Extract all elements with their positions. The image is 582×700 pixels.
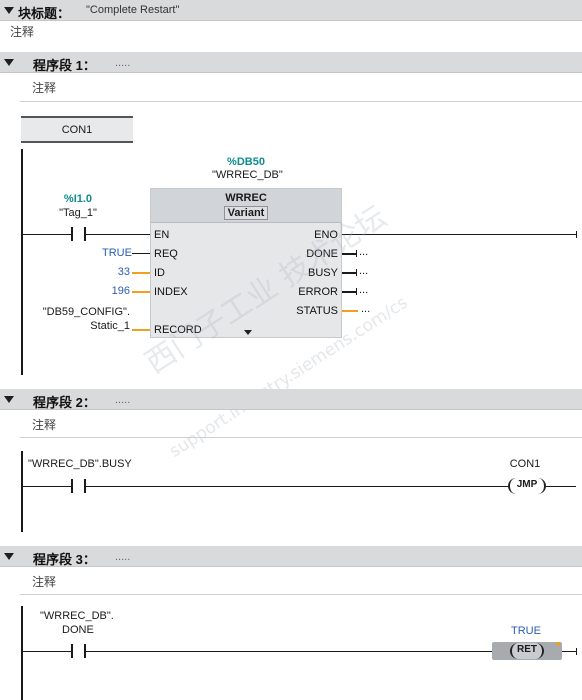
instance-db-address[interactable]: %DB50 (227, 156, 265, 168)
collapse-triangle-icon[interactable] (4, 59, 14, 66)
block-title-label: 块标题： (18, 6, 71, 21)
jmp-instruction: JMP (516, 479, 538, 490)
collapse-triangle-icon[interactable] (4, 7, 14, 14)
status-output[interactable]: ... (361, 303, 371, 315)
busy-output[interactable]: ... (359, 265, 369, 277)
ret-instruction: RET (517, 644, 537, 655)
record-value-line2[interactable]: Static_1 (90, 320, 130, 332)
no-contact-right[interactable] (84, 227, 86, 241)
network-2-header[interactable]: 程序段 2： ..... (0, 389, 582, 410)
power-rail-2 (21, 451, 23, 532)
pin-status[interactable]: STATUS (296, 305, 338, 317)
fb-header: WRREC Variant (151, 189, 341, 223)
done-output[interactable]: ... (359, 246, 369, 258)
wrrec-function-block[interactable]: WRREC Variant EN REQ ID INDEX RECORD ENO… (150, 188, 342, 338)
jmp-coil[interactable]: JMP (508, 478, 546, 494)
network-2-dots[interactable]: ..... (115, 394, 131, 406)
pin-busy[interactable]: BUSY (308, 267, 338, 279)
network-1-dots[interactable]: ..... (115, 57, 131, 69)
network-3-title: 程序段 3： (33, 552, 96, 567)
contact-tag[interactable]: "Tag_1" (59, 207, 97, 219)
no-contact-right[interactable] (84, 644, 86, 658)
jump-label-text: CON1 (61, 124, 93, 136)
ret-value[interactable]: TRUE (511, 625, 541, 637)
no-contact-left[interactable] (71, 479, 73, 493)
block-title-header[interactable]: 块标题： "Complete Restart" (0, 0, 582, 21)
error-output[interactable]: ... (359, 284, 369, 296)
block-comment[interactable]: 注释 (10, 25, 35, 39)
network-3-header[interactable]: 程序段 3： ..... (0, 546, 582, 567)
network-2-title: 程序段 2： (33, 395, 96, 410)
collapse-triangle-icon[interactable] (4, 553, 14, 560)
corner-marker-icon (555, 642, 560, 647)
instance-db-name[interactable]: "WRREC_DB" (212, 169, 283, 181)
expand-arrow-icon[interactable] (244, 330, 252, 335)
pin-en[interactable]: EN (154, 229, 170, 241)
power-rail-3 (21, 606, 23, 700)
pin-id[interactable]: ID (154, 267, 165, 279)
done-contact-tag-line1[interactable]: "WRREC_DB". (40, 610, 114, 622)
fb-variant: Variant (227, 207, 265, 219)
busy-contact-tag[interactable]: "WRREC_DB".BUSY (28, 458, 132, 470)
req-value[interactable]: TRUE (102, 247, 132, 259)
no-contact-right[interactable] (84, 479, 86, 493)
block-title-value[interactable]: "Complete Restart" (86, 4, 180, 16)
jmp-target-label[interactable]: CON1 (509, 458, 541, 470)
jump-label-box[interactable]: CON1 (21, 116, 133, 143)
pin-req[interactable]: REQ (154, 248, 178, 260)
record-value-line1[interactable]: "DB59_CONFIG". (42, 306, 130, 318)
no-contact-left[interactable] (71, 644, 73, 658)
index-value[interactable]: 196 (111, 285, 130, 297)
collapse-triangle-icon[interactable] (4, 396, 14, 403)
id-value[interactable]: 33 (117, 266, 130, 278)
network-3-comment[interactable]: 注释 (32, 575, 57, 589)
network-1-title: 程序段 1： (33, 58, 96, 73)
pin-eno[interactable]: ENO (314, 229, 338, 241)
contact-address[interactable]: %I1.0 (63, 193, 93, 205)
network-1-header[interactable]: 程序段 1： ..... (0, 52, 582, 73)
pin-index[interactable]: INDEX (154, 286, 188, 298)
network-1-comment[interactable]: 注释 (32, 81, 57, 95)
pin-record[interactable]: RECORD (154, 324, 202, 336)
power-rail-1 (21, 149, 23, 375)
network-3-dots[interactable]: ..... (115, 551, 131, 563)
ret-coil[interactable]: RET (492, 642, 562, 660)
fb-name: WRREC (225, 192, 267, 204)
done-contact-tag-line2[interactable]: DONE (62, 624, 94, 636)
fb-variant-box[interactable]: Variant (224, 206, 268, 220)
network-2-comment[interactable]: 注释 (32, 418, 57, 432)
no-contact-left[interactable] (71, 227, 73, 241)
pin-error[interactable]: ERROR (298, 286, 338, 298)
pin-done[interactable]: DONE (306, 248, 338, 260)
